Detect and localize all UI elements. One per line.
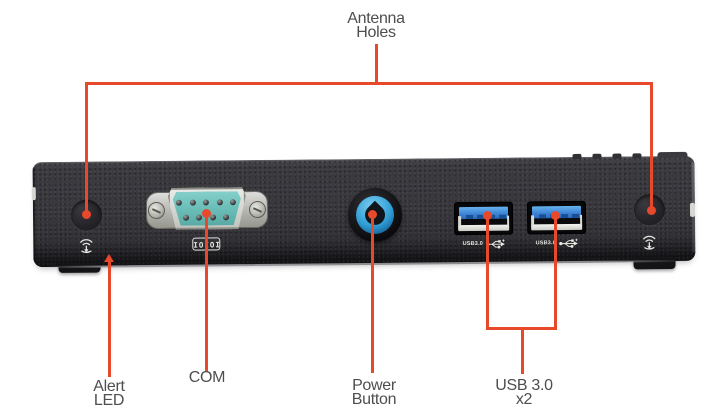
antenna-signal-icon	[643, 235, 656, 250]
callout-arrow-alert-led	[103, 254, 114, 262]
callout-line-antenna-right	[649, 82, 653, 208]
usb-print-1: USB3.0	[461, 238, 507, 250]
usb-print-label: USB3.0	[462, 240, 484, 248]
top-rim-tooth	[572, 153, 582, 159]
db9-pin	[229, 199, 236, 206]
callout-dot-antenna-right	[646, 205, 656, 215]
db9-pin	[216, 199, 223, 206]
callout-line-antenna-left	[84, 82, 88, 212]
label-line: Holes	[356, 24, 396, 41]
usb-trident-icon	[558, 238, 578, 248]
usb-contact	[466, 214, 474, 220]
label-line: LED	[93, 392, 125, 409]
usb-shell-lip	[458, 224, 510, 232]
label-line: Antenna	[347, 10, 405, 27]
label-usb: USB 3.0 x2	[495, 377, 553, 408]
usb-contact	[499, 214, 507, 219]
usb-shell-side	[579, 214, 583, 225]
com-screw-right	[248, 200, 266, 219]
callout-dot-usb2	[550, 210, 560, 220]
label-antenna-holes: Antenna Holes	[347, 10, 405, 41]
callout-line-antenna-stub	[374, 44, 378, 83]
label-com: COM	[188, 369, 226, 386]
label-line: Button	[351, 391, 397, 408]
label-line: x2	[515, 391, 533, 408]
callout-line-usb1	[485, 215, 489, 327]
callout-line-com	[205, 212, 208, 372]
db9-pin	[196, 214, 203, 221]
usb-shell-side	[458, 216, 461, 227]
usb-print-2: USB3.0	[534, 237, 580, 249]
label-alert-led: Alert LED	[93, 378, 125, 409]
right-foot	[633, 258, 676, 270]
usb-contact	[539, 214, 547, 219]
db9-pin	[175, 199, 182, 206]
usb-contact	[572, 213, 580, 219]
callout-line-usb-bracket	[485, 327, 557, 330]
top-rim-lip	[657, 151, 688, 159]
label-line: Power	[352, 377, 396, 394]
left-foot	[58, 263, 101, 273]
callout-line-antenna-bracket	[85, 82, 653, 85]
device-chassis: IOIOI USB3.0	[31, 151, 696, 273]
callout-line-alert-led	[107, 262, 111, 377]
callout-dot-usb1	[482, 210, 492, 220]
callout-line-usb-stub	[521, 330, 524, 374]
db9-pin	[182, 214, 189, 221]
top-rim-tooth	[632, 153, 642, 159]
left-edge-notch	[31, 187, 36, 201]
label-power-button: Power Button	[351, 377, 397, 408]
label-line: USB 3.0	[495, 377, 553, 394]
chassis-left-edge	[32, 167, 36, 262]
usb-shell-side	[506, 215, 510, 226]
db9-pin	[202, 199, 209, 206]
usb-shell-lip	[531, 223, 583, 231]
label-line: COM	[188, 369, 226, 386]
usb-shell-side	[531, 215, 534, 226]
db9-pin	[223, 214, 230, 221]
top-rim-tooth	[612, 153, 622, 159]
callout-dot-com	[202, 208, 211, 218]
right-edge-notch	[689, 202, 696, 217]
db9-pin	[189, 199, 196, 206]
top-rim-tooth	[592, 153, 602, 159]
com-screw-left	[147, 201, 165, 220]
usb-contact	[561, 214, 569, 219]
label-line: Alert	[93, 378, 125, 395]
callout-line-power	[371, 213, 374, 373]
callout-dot-power	[368, 209, 377, 219]
antenna-signal-icon	[80, 239, 93, 254]
callout-dot-antenna-left	[81, 209, 91, 219]
callout-line-usb2	[553, 215, 557, 327]
